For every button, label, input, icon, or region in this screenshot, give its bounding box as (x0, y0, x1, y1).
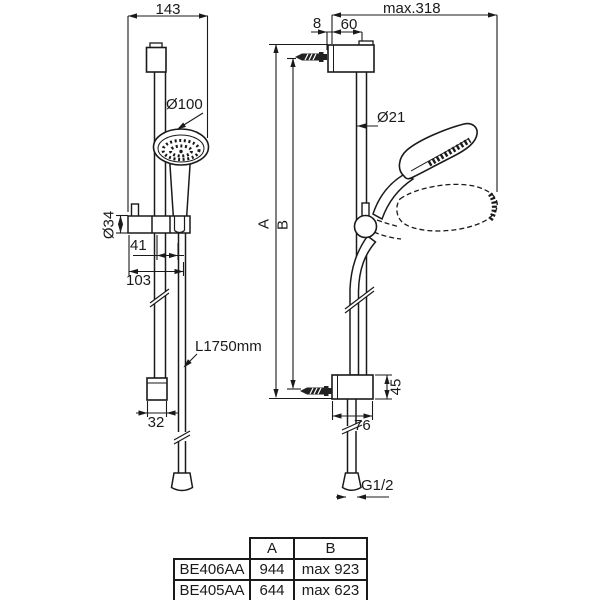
shower-head-front (152, 128, 210, 166)
hand-shower-side-alt (373, 183, 498, 240)
spec-table-row: BE405AA 644 max 623 (173, 579, 368, 600)
spec-table-blank-cell (174, 538, 250, 559)
spec-table-col-b-header: B (293, 537, 368, 560)
dim-rail-diameter-label: Ø21 (377, 109, 406, 126)
top-bracket-side (327, 40, 375, 73)
product-code: BE405AA (173, 579, 251, 600)
dim-bracket-length-label: 76 (354, 417, 371, 434)
hose-connector-front (170, 472, 194, 492)
hand-shower-head-side (398, 122, 478, 180)
product-code: BE406AA (173, 558, 251, 581)
hose-outlet-side (341, 399, 363, 491)
top-cap-front (145, 42, 167, 73)
bottom-bracket-front (146, 377, 168, 401)
spec-table-row: BE406AA 944 max 923 (173, 558, 368, 581)
dim-a-label: A (255, 218, 273, 230)
dim-bracket-height-label: 45 (387, 378, 405, 396)
slider-knob-side (353, 202, 378, 239)
dim-wall-plate-label: 8 (312, 15, 322, 32)
thread-size-label: G1/2 (361, 477, 394, 494)
spec-table-col-a-header: A (249, 537, 295, 560)
hose-side (344, 234, 377, 376)
slider-holder-front (127, 203, 191, 234)
front-view (116, 13, 210, 492)
hand-shower-side (372, 122, 478, 221)
spray-face (427, 137, 472, 167)
spec-table: A B BE406AA 944 max 923 BE405AA 644 max … (173, 537, 368, 600)
side-dimensions (269, 12, 498, 500)
side-view (269, 12, 498, 500)
dim-b-label: B (274, 219, 292, 231)
dim-front-width-label: 143 (155, 1, 181, 18)
value-b: max 623 (293, 579, 368, 600)
front-rail-break (149, 288, 170, 308)
value-a: 644 (249, 579, 295, 600)
dim-bracket-width-label: 32 (147, 414, 165, 431)
front-dimensions (116, 13, 209, 417)
dim-holder-diameter-label: Ø34 (100, 210, 118, 240)
dim-bracket-depth-label: 60 (340, 16, 358, 33)
mounting-screw-bottom (300, 386, 332, 396)
hose-length-label: L1750mm (195, 338, 262, 355)
dim-holder-depth-label: 103 (126, 272, 152, 289)
bottom-bracket-side (331, 374, 374, 400)
hose-front (170, 233, 194, 492)
hose-connector-side (341, 472, 362, 491)
value-b: max 923 (293, 558, 368, 581)
hand-shower-handle-side (372, 174, 415, 221)
spec-table-header-row: A B (174, 537, 368, 560)
dim-holder-offset-label: 41 (130, 237, 147, 254)
mounting-screw-top (295, 52, 327, 62)
dim-max-reach-label: max.318 (383, 0, 441, 17)
value-a: 944 (249, 558, 295, 581)
dim-head-diameter-label: Ø100 (166, 96, 203, 113)
